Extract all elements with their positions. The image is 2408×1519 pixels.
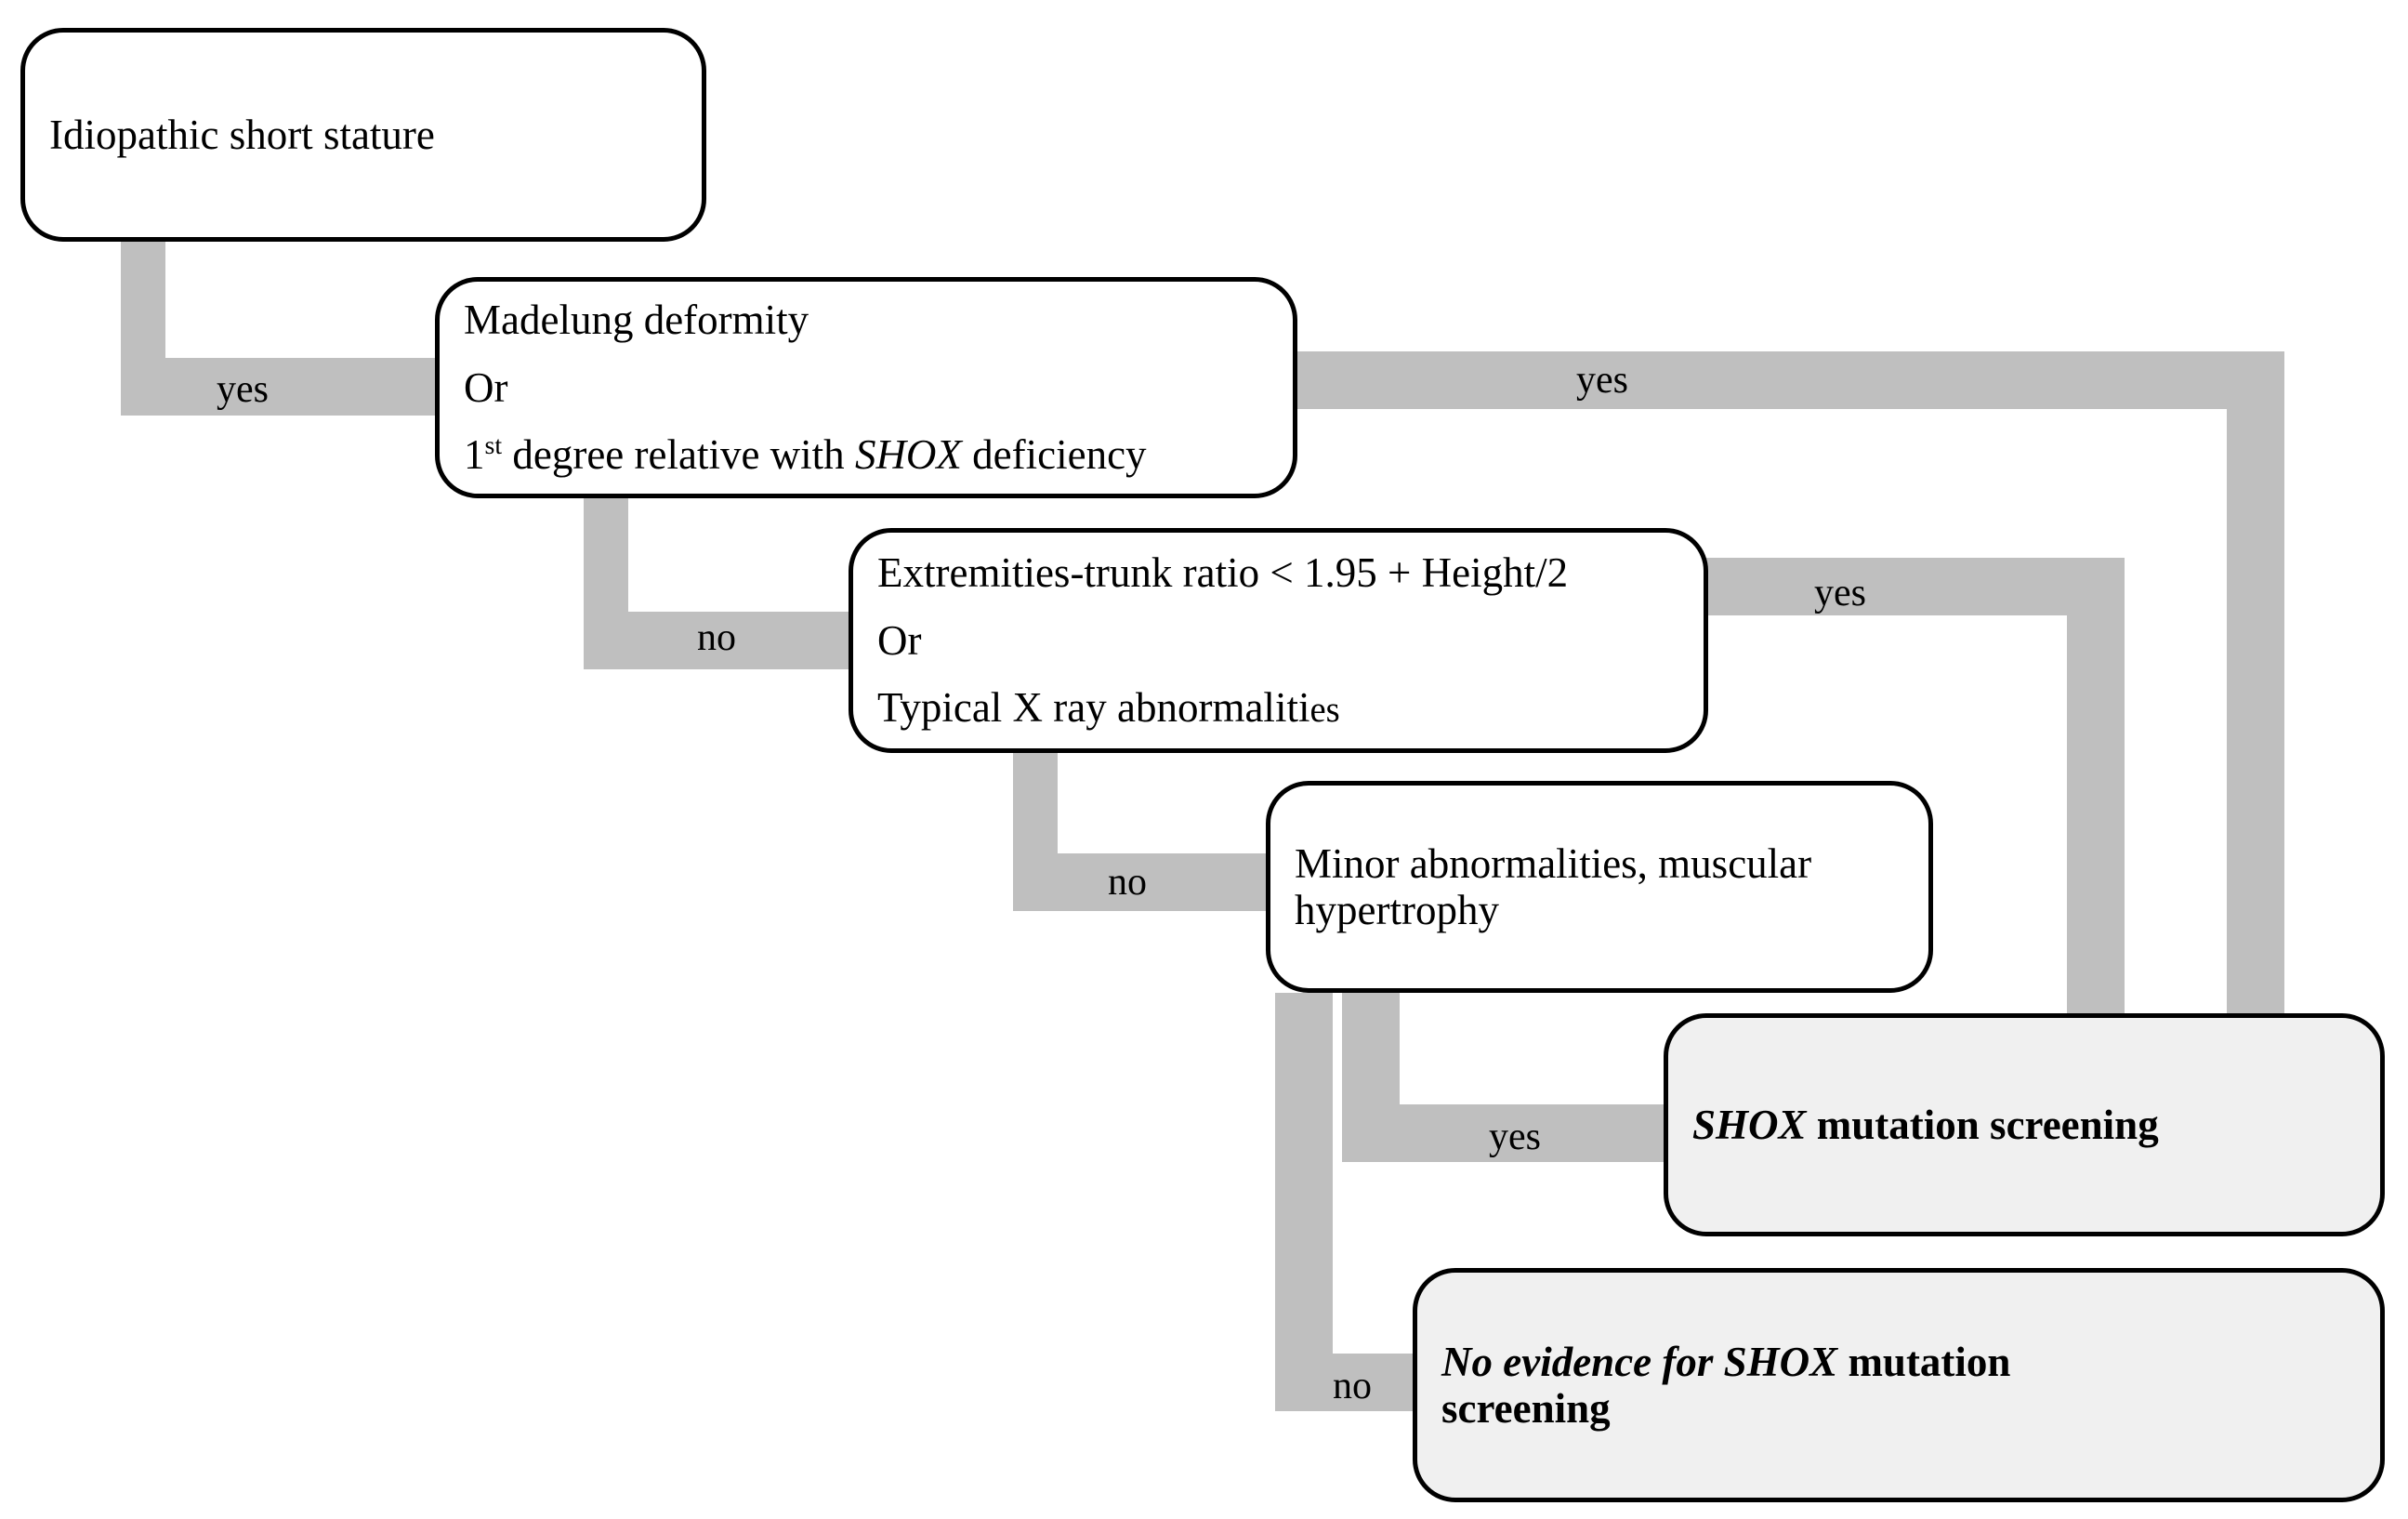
edge-madelung-yes-horizontal xyxy=(1294,351,2284,409)
node-start-text: Idiopathic short stature xyxy=(49,111,435,158)
node-madelung-line1: Madelung deformity xyxy=(464,297,809,344)
node-madelung-line2: Or xyxy=(464,363,508,411)
no-evidence-lead: No evidence for SHOX xyxy=(1441,1338,1838,1385)
edge-ratio-yes-vertical xyxy=(2067,558,2125,1023)
madelung-gene-name: SHOX xyxy=(854,431,962,479)
edge-ratio-no-horizontal xyxy=(1013,853,1273,911)
edge-madelung-no-label: no xyxy=(697,616,736,659)
ratio-line3-main: Typical X ray abnormaliti xyxy=(877,684,1310,732)
screening-gene-name: SHOX xyxy=(1692,1101,1807,1148)
node-no-evidence-line1: No evidence for SHOX mutation xyxy=(1417,1339,2380,1385)
edge-minor-no-vertical xyxy=(1275,993,1333,1411)
node-idiopathic-short-stature[interactable]: Idiopathic short stature xyxy=(20,28,706,242)
node-madelung-deformity[interactable]: Madelung deformity Or 1st degree relativ… xyxy=(435,277,1297,498)
madelung-line3-suffix: deficiency xyxy=(961,431,1147,479)
edge-minor-yes-horizontal xyxy=(1342,1104,1669,1162)
edge-start-yes-label: yes xyxy=(217,368,269,411)
node-extremities-trunk-ratio[interactable]: Extremities-trunk ratio < 1.95 + Height/… xyxy=(849,528,1708,753)
edge-madelung-yes-vertical xyxy=(2227,351,2284,1021)
madelung-ordinal-prefix: 1 xyxy=(464,431,485,479)
edge-ratio-yes-horizontal xyxy=(1706,558,2125,615)
node-minor-line1: Minor abnormalities, muscular xyxy=(1295,839,1812,887)
node-ratio-line3: Typical X ray abnormalities xyxy=(853,684,1704,731)
ratio-line3-tail: es xyxy=(1309,691,1340,731)
node-shox-mutation-screening[interactable]: SHOX mutation screening xyxy=(1664,1013,2385,1236)
edge-minor-no-label: no xyxy=(1333,1365,1372,1407)
node-screening-text: SHOX mutation screening xyxy=(1668,1102,2380,1148)
edge-madelung-yes-label: yes xyxy=(1576,359,1628,402)
madelung-line3-mid: degree relative with xyxy=(502,431,855,479)
no-evidence-rest: mutation xyxy=(1837,1338,2011,1385)
edge-ratio-no-label: no xyxy=(1108,861,1147,904)
edge-minor-yes-label: yes xyxy=(1489,1116,1541,1158)
screening-rest: mutation screening xyxy=(1806,1101,2159,1148)
node-minor-abnormalities[interactable]: Minor abnormalities, muscular hypertroph… xyxy=(1266,781,1933,993)
edge-ratio-yes-label: yes xyxy=(1814,572,1866,614)
node-ratio-line2: Or xyxy=(877,616,922,664)
node-no-evidence-screening[interactable]: No evidence for SHOX mutation screening xyxy=(1413,1268,2385,1502)
node-ratio-line1: Extremities-trunk ratio < 1.95 + Height/… xyxy=(877,549,1569,597)
node-madelung-line3: 1st degree relative with SHOX deficiency xyxy=(440,431,1293,478)
edge-start-yes-horizontal xyxy=(121,358,437,416)
madelung-ordinal-suffix: st xyxy=(484,431,503,461)
edge-madelung-no-horizontal xyxy=(584,612,853,669)
node-minor-line2: hypertrophy xyxy=(1295,887,1499,933)
node-no-evidence-line2: screening xyxy=(1441,1385,1611,1432)
